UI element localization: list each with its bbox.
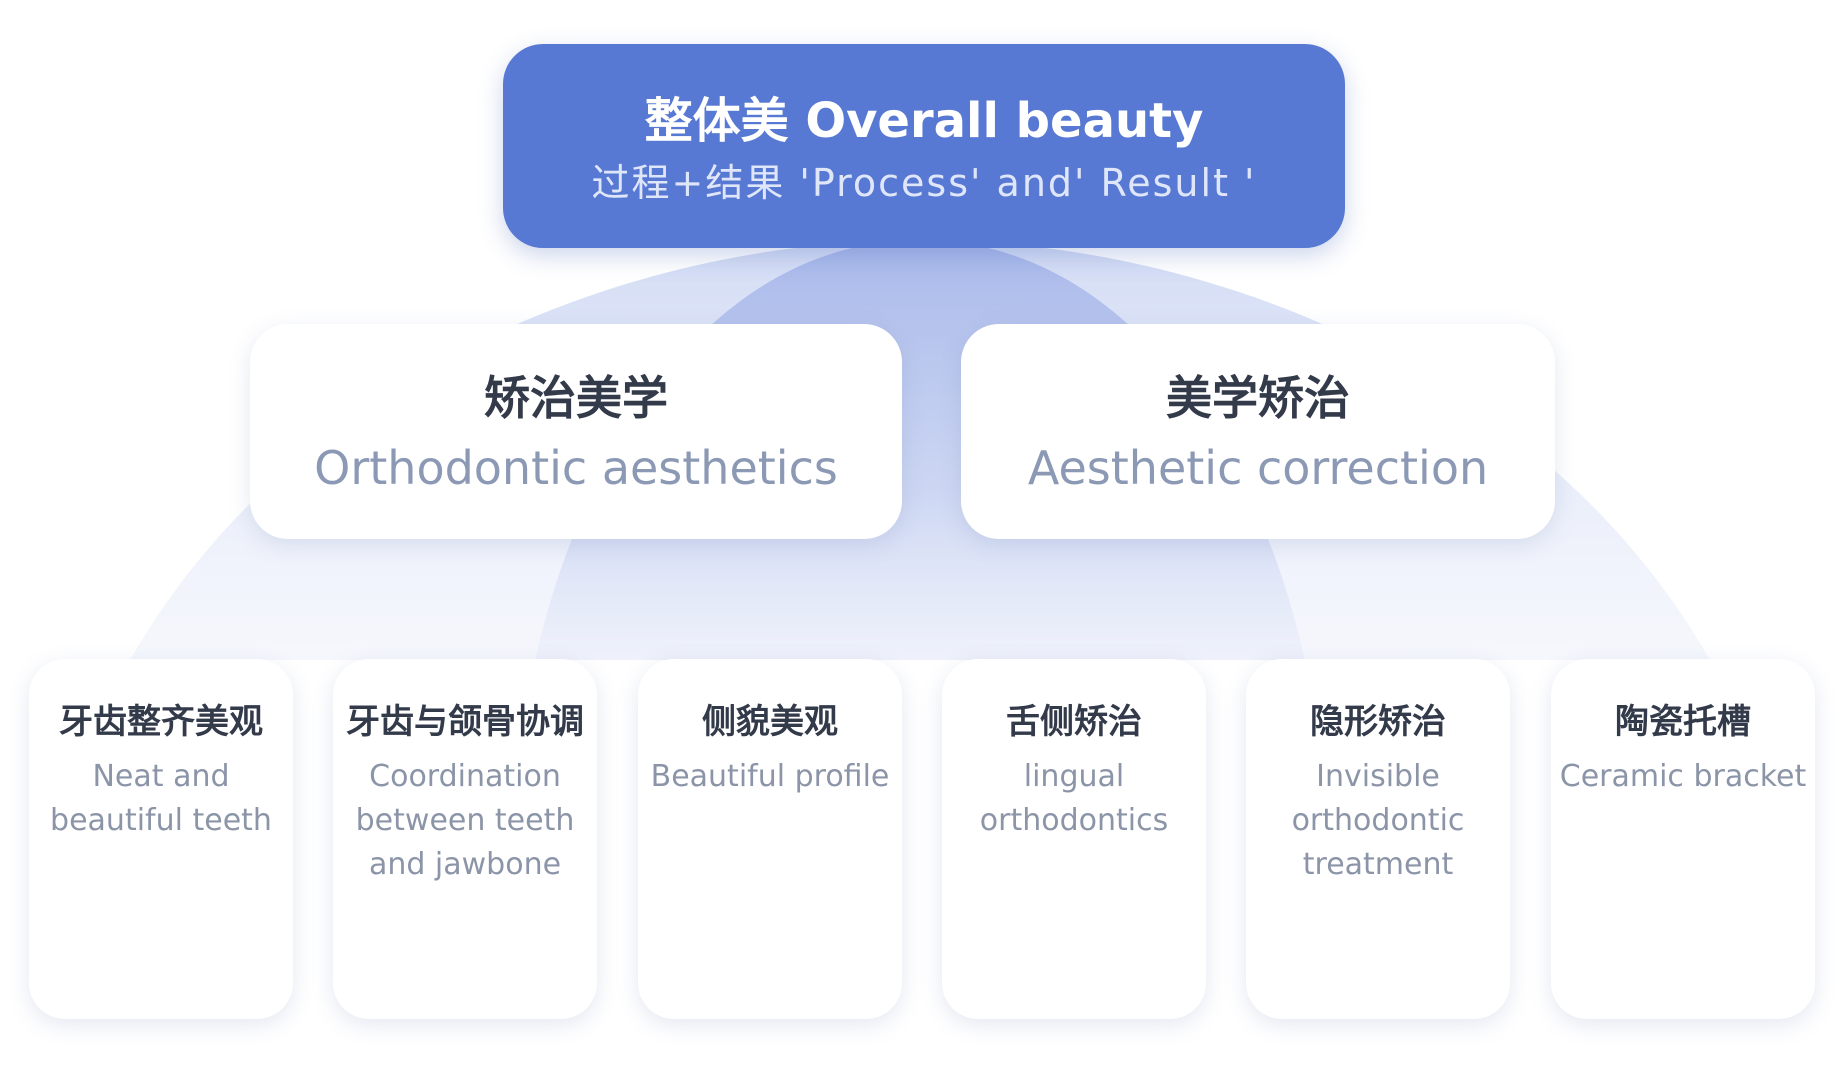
leaf-title-zh: 陶瓷托槽 [1615, 702, 1751, 742]
leaf-title-en: Coordination between teeth and jawbone [355, 759, 575, 882]
leaf-title-zh: 隐形矫治 [1310, 702, 1446, 742]
node-title-zh: 美学矫治 [1166, 371, 1350, 425]
top-node-title: 整体美 Overall beauty [644, 93, 1204, 149]
leaf-title-zh: 牙齿与颌骨协调 [346, 702, 584, 742]
leaf-title-en: lingual orthodontics [979, 759, 1169, 838]
top-node-subtitle: 过程+结果 'Process' and' Result ' [591, 161, 1257, 205]
leaf-teeth-jawbone: 牙齿与颌骨协调 Coordination between teeth and j… [333, 659, 597, 1019]
top-node-overall-beauty: 整体美 Overall beauty 过程+结果 'Process' and' … [503, 44, 1345, 248]
leaf-neat-teeth: 牙齿整齐美观 Neat and beautiful teeth [29, 659, 293, 1019]
node-orthodontic-aesthetics: 矫治美学 Orthodontic aesthetics [250, 324, 902, 539]
leaf-title-en: Beautiful profile [650, 759, 890, 794]
node-aesthetic-correction: 美学矫治 Aesthetic correction [961, 324, 1555, 539]
leaf-invisible-treatment: 隐形矫治 Invisible orthodontic treatment [1246, 659, 1510, 1019]
node-title-en: Orthodontic aesthetics [314, 441, 838, 495]
leaf-beautiful-profile: 侧貌美观 Beautiful profile [638, 659, 902, 1019]
node-title-en: Aesthetic correction [1027, 441, 1489, 495]
leaf-ceramic-bracket: 陶瓷托槽 Ceramic bracket [1551, 659, 1815, 1019]
leaf-title-en: Neat and beautiful teeth [50, 759, 272, 838]
leaf-lingual-orthodontics: 舌侧矫治 lingual orthodontics [942, 659, 1206, 1019]
leaf-title-en: Invisible orthodontic treatment [1291, 759, 1465, 882]
leaf-title-zh: 舌侧矫治 [1006, 702, 1142, 742]
leaf-title-en: Ceramic bracket [1559, 759, 1807, 794]
leaf-title-zh: 牙齿整齐美观 [59, 702, 263, 742]
leaf-title-zh: 侧貌美观 [702, 702, 838, 742]
node-title-zh: 矫治美学 [484, 371, 668, 425]
